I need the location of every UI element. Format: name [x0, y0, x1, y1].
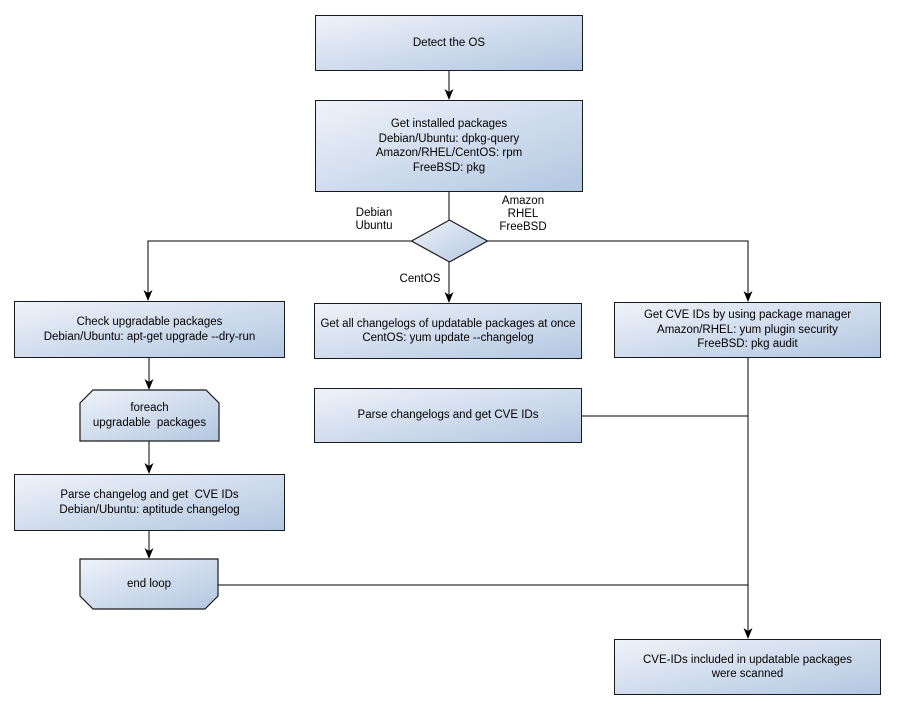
node-parse-changelogs-get-cve: Parse changelogs and get CVE IDs	[314, 388, 582, 443]
node-get-installed-packages: Get installed packages Debian/Ubuntu: dp…	[315, 100, 583, 192]
arrowhead	[144, 379, 154, 390]
edge-detect-to-installed	[444, 71, 454, 100]
node-get-cve-package-manager: Get CVE IDs by using package manager Ama…	[614, 302, 881, 358]
edge-label-amazon-rhel-freebsd: Amazon RHEL FreeBSD	[499, 195, 547, 233]
edge-decision-to-debian-branch	[143, 240, 412, 301]
end-loop-shape	[79, 558, 219, 610]
node-get-installed-packages-label: Get installed packages Debian/Ubuntu: dp…	[375, 118, 523, 174]
edge-decision-to-centos-branch	[444, 262, 454, 303]
node-check-upgradable-packages-label: Check upgradable packages Debian/Ubuntu:…	[43, 316, 256, 343]
arrowhead	[743, 291, 753, 302]
arrowhead	[143, 290, 153, 301]
node-cve-ids-scanned: CVE-IDs included in updatable packages w…	[614, 639, 881, 695]
foreach-loop-start-shape	[79, 389, 220, 442]
node-parse-changelogs-get-cve-label: Parse changelogs and get CVE IDs	[357, 409, 539, 422]
arrowhead	[743, 628, 753, 639]
node-foreach-upgradable-packages-label: foreach upgradable packages	[92, 402, 207, 429]
node-get-all-changelogs-centos-label: Get all changelogs of updatable packages…	[320, 317, 576, 345]
arrowhead	[444, 292, 454, 303]
edge-label-centos: CentOS	[399, 273, 441, 285]
node-parse-changelog-debian: Parse changelog and get CVE IDs Debian/U…	[14, 474, 285, 531]
edge-decision-to-freebsd-branch	[487, 240, 753, 302]
edge-join-to-scanned	[743, 358, 753, 639]
edge-foreach-to-parse	[144, 441, 154, 474]
arrowhead	[144, 548, 154, 559]
node-detect-os-label: Detect the OS	[412, 36, 486, 49]
edge-check-to-foreach	[144, 358, 154, 390]
node-check-upgradable-packages: Check upgradable packages Debian/Ubuntu:…	[14, 301, 285, 358]
arrowhead	[444, 89, 454, 100]
edge-parse-to-endloop	[144, 531, 154, 559]
node-end-loop-label: end loop	[126, 577, 172, 590]
node-detect-os: Detect the OS	[315, 15, 583, 71]
node-parse-changelog-debian-label: Parse changelog and get CVE IDs Debian/U…	[59, 489, 240, 516]
node-cve-ids-scanned-label: CVE-IDs included in updatable packages w…	[642, 653, 853, 681]
node-foreach-upgradable-packages: foreach upgradable packages	[80, 390, 219, 441]
edge-label-debian-ubuntu: Debian Ubuntu	[355, 207, 393, 232]
node-end-loop: end loop	[80, 559, 218, 609]
node-get-cve-package-manager-label: Get CVE IDs by using package manager Ama…	[643, 309, 852, 351]
arrowhead	[144, 463, 154, 474]
node-get-all-changelogs-centos: Get all changelogs of updatable packages…	[314, 303, 582, 359]
os-decision-diamond	[410, 219, 489, 263]
